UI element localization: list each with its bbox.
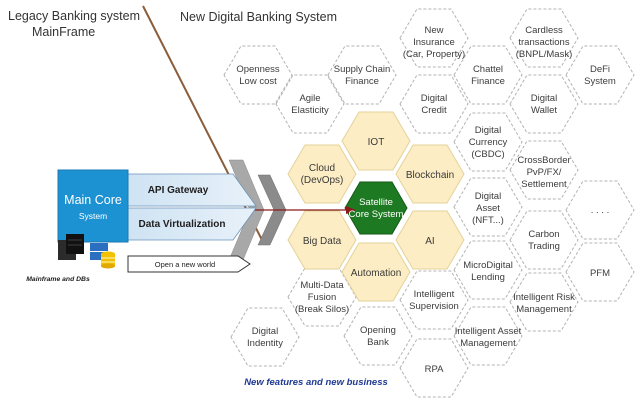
cardless-line2: transactions [518, 37, 569, 48]
openness-line1: Openness [236, 64, 280, 75]
legacy-title-line2: MainFrame [32, 25, 95, 39]
main-core-subtitle: System [79, 211, 107, 221]
microlending-line1: MicroDigital [463, 260, 513, 271]
crossborder-line3: Settlement [521, 179, 567, 190]
currency-line2: Currency [469, 137, 508, 148]
multidata-line1: Multi-Data [300, 280, 344, 291]
pfm-label: PFM [590, 268, 610, 279]
hex-digital-credit [399, 74, 469, 134]
hex-identity [230, 307, 300, 367]
defi-line2: System [584, 76, 616, 87]
mainframe-caption: Mainframe and DBs [26, 276, 90, 283]
iot-label: IOT [368, 137, 385, 148]
footer-caption: New features and new business [244, 377, 388, 388]
carbon-line1: Carbon [528, 229, 559, 240]
assetmgmt-line1: Intelligent Asset [455, 326, 522, 337]
supply-line1: Supply Chain [334, 64, 391, 75]
dots-label: . . . . [591, 205, 609, 216]
connector-arrowhead [346, 206, 356, 214]
wallet-line2: Wallet [531, 105, 557, 116]
carbon-line2: Trading [528, 241, 560, 252]
mainframe-icon [58, 234, 84, 260]
data-virtualization-label: Data Virtualization [138, 219, 225, 230]
defi-line1: DeFi [590, 64, 610, 75]
cardless-line1: Cardless [525, 25, 563, 36]
legacy-title-line1: Legacy Banking system [8, 9, 140, 23]
riskmgmt-line1: Intelligent Risk [513, 292, 575, 303]
openness-line2: Low cost [239, 76, 277, 87]
hex-openbank [343, 306, 413, 366]
bigdata-label: Big Data [303, 236, 342, 247]
wallet-line1: Digital [531, 93, 557, 104]
assetmgmt-line2: Management [460, 338, 516, 349]
crossborder-line1: CrossBorder [517, 155, 570, 166]
database-icon [90, 243, 115, 269]
chattel-line1: Chattel [473, 64, 503, 75]
automation-label: Automation [351, 268, 402, 279]
asset-line2: Asset [476, 203, 500, 214]
riskmgmt-line2: Management [516, 304, 572, 315]
identity-line2: Indentity [247, 338, 283, 349]
openbank-line2: Bank [367, 337, 389, 348]
satellite-line2: Core System [349, 209, 404, 220]
microlending-line2: Lending [471, 272, 505, 283]
agile-line1: Agile [299, 93, 320, 104]
hex-supervision [399, 270, 469, 330]
cloud-label-line2: (DevOps) [301, 175, 344, 186]
chattel-line2: Finance [471, 76, 505, 87]
asset-line3: (NFT...) [472, 215, 504, 226]
supply-line2: Finance [345, 76, 379, 87]
insurance-line1: New [424, 25, 443, 36]
digital-title: New Digital Banking System [180, 10, 337, 24]
main-core-title: Main Core [64, 193, 122, 207]
insurance-line3: (Car, Property) [403, 49, 465, 60]
hex-carbon [509, 210, 579, 270]
agile-line2: Elasticity [291, 105, 329, 116]
satellite-line1: Satellite [359, 197, 393, 208]
multidata-line3: (Break Silos) [295, 304, 349, 315]
asset-line1: Digital [475, 191, 501, 202]
ai-label: AI [425, 236, 434, 247]
blockchain-label: Blockchain [406, 170, 454, 181]
hex-satellite-core [344, 181, 408, 235]
crossborder-line2: PvP/FX/ [527, 167, 562, 178]
currency-line1: Digital [475, 125, 501, 136]
openbank-line1: Opening [360, 325, 396, 336]
digcredit-line1: Digital [421, 93, 447, 104]
open-world-arrow [127, 255, 251, 273]
hex-cloud [287, 144, 357, 204]
multidata-line2: Fusion [308, 292, 337, 303]
main-core-box [57, 169, 129, 243]
insurance-line2: Insurance [413, 37, 455, 48]
rpa-label: RPA [425, 364, 444, 375]
currency-line3: (CBDC) [471, 149, 504, 160]
identity-line1: Digital [252, 326, 278, 337]
api-gateway-label: API Gateway [148, 185, 209, 196]
cloud-label-line1: Cloud [309, 163, 335, 174]
hex-wallet [509, 74, 579, 134]
supervision-line2: Supervision [409, 301, 459, 312]
cardless-line3: (BNPL/Mask) [516, 49, 572, 60]
digcredit-line2: Credit [421, 105, 447, 116]
open-world-label: Open a new world [155, 260, 215, 269]
supervision-line1: Intelligent [414, 289, 455, 300]
hex-defi [565, 45, 635, 105]
